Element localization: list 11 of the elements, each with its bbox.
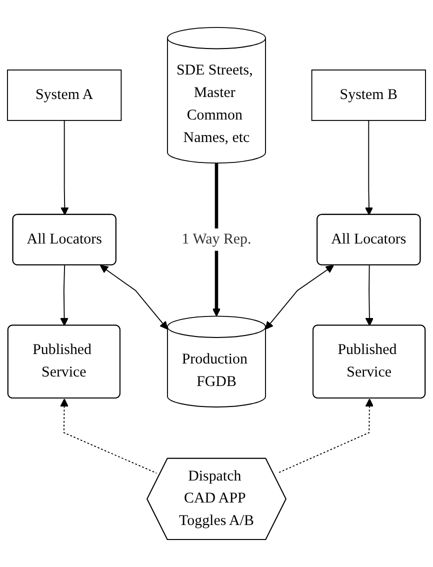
arrow bbox=[60, 398, 157, 474]
arrow bbox=[276, 398, 374, 474]
node-box: System B bbox=[311, 70, 426, 121]
arrow bbox=[60, 120, 69, 216]
arrow bbox=[265, 265, 334, 330]
arrow bbox=[60, 264, 68, 326]
arrow bbox=[100, 265, 168, 330]
node-box: System A bbox=[7, 70, 122, 121]
arrow bbox=[365, 264, 374, 326]
arrow bbox=[364, 120, 374, 216]
edge-label: 1 Way Rep. bbox=[182, 231, 252, 248]
